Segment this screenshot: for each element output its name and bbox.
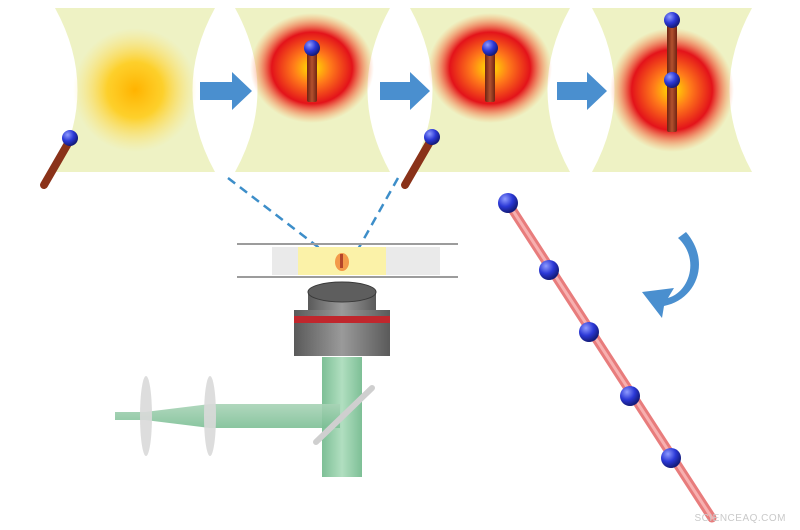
chain-bead bbox=[498, 193, 518, 213]
chain-bead bbox=[661, 448, 681, 468]
assembled-chain bbox=[498, 193, 717, 523]
right-arrow-icon bbox=[200, 72, 252, 110]
objective-lens bbox=[294, 281, 390, 356]
trap-panel-2 bbox=[235, 8, 390, 172]
chain-bead bbox=[620, 386, 640, 406]
sample-slide bbox=[237, 243, 458, 278]
zoom-lines bbox=[227, 177, 400, 261]
trap-sequence bbox=[40, 8, 752, 189]
bead bbox=[664, 12, 680, 28]
free-rod-1 bbox=[40, 130, 78, 189]
bead bbox=[482, 40, 498, 56]
laser-beam-horizontal bbox=[115, 404, 340, 428]
nanorod bbox=[485, 50, 495, 102]
lens-1 bbox=[140, 376, 152, 456]
warm-focus-glow bbox=[73, 28, 197, 152]
curved-arrow-icon bbox=[642, 232, 699, 318]
trap-panel-4 bbox=[592, 8, 752, 172]
bead bbox=[664, 72, 680, 88]
microscope-setup bbox=[115, 243, 458, 477]
trap-panel-3 bbox=[410, 8, 570, 172]
lens-2 bbox=[204, 376, 216, 456]
bead bbox=[304, 40, 320, 56]
watermark: SCIENCEAQ.COM bbox=[694, 513, 786, 524]
nanorod bbox=[307, 50, 317, 102]
chain-bead bbox=[539, 260, 559, 280]
right-arrow-icon bbox=[380, 72, 430, 110]
free-rod-2 bbox=[401, 129, 440, 189]
objective-band bbox=[294, 316, 390, 323]
trap-panel-1 bbox=[55, 8, 215, 172]
dichroic-mirror bbox=[313, 385, 375, 445]
right-arrow-icon bbox=[557, 72, 607, 110]
chain-bead bbox=[579, 322, 599, 342]
